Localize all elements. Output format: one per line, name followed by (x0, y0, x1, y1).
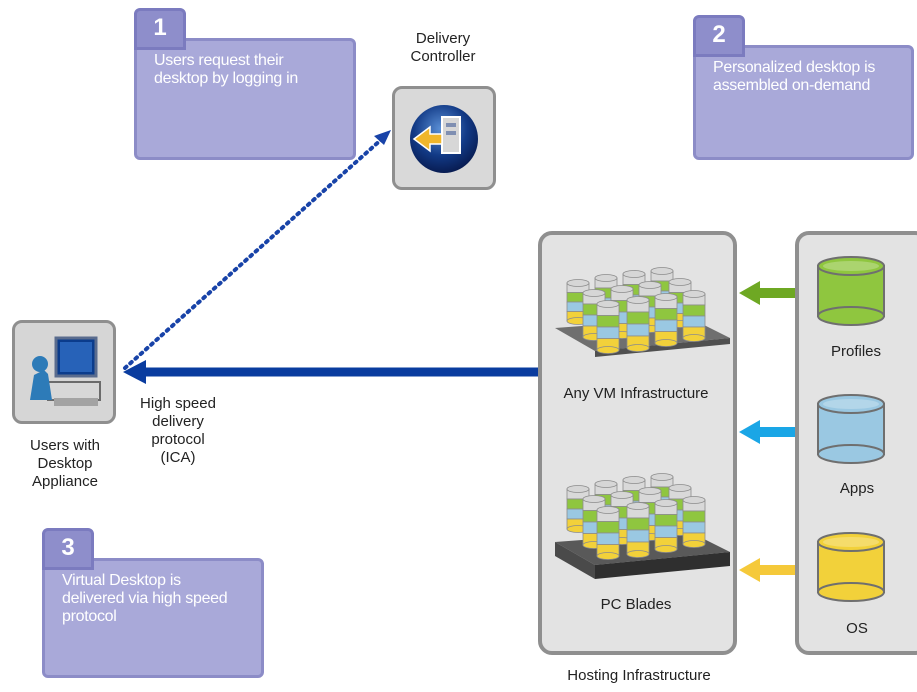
apps-arrowhead (739, 420, 760, 444)
step-number: 2 (693, 15, 745, 57)
step-text: Personalized desktop is assembled on-dem… (713, 59, 876, 94)
storage-stack-icon (596, 300, 620, 354)
user-label: Users with Desktop Appliance (29, 437, 100, 490)
hosting-infrastructure-label: Hosting Infrastructure (567, 667, 711, 684)
step-number: 1 (134, 8, 186, 50)
step-number: 3 (42, 528, 94, 570)
storage-stack-icon (626, 502, 650, 558)
step-text: Virtual Desktop is delivered via high sp… (62, 572, 228, 625)
desktop-appliance-icon (30, 336, 101, 406)
storage-stack-icon (626, 296, 650, 352)
delivery-arrowhead (123, 360, 146, 384)
pc-blades-label: PC Blades (600, 596, 672, 613)
profiles-arrowhead (739, 281, 760, 305)
protocol-label: High speed delivery protocol (ICA) (140, 395, 216, 466)
profiles-cylinder-icon (817, 256, 885, 326)
storage-stack-icon (682, 290, 706, 342)
storage-stack-icon (654, 293, 678, 347)
os-cylinder-icon (817, 532, 885, 602)
step-1-callout: 1 Users request their desktop by logging… (134, 8, 356, 160)
apps-cylinder-icon (817, 394, 885, 464)
callout-panel (693, 45, 914, 160)
delivery-controller-icon (410, 105, 478, 173)
callout-panel (42, 558, 264, 678)
vm-infrastructure-label: Any VM Infrastructure (563, 385, 709, 402)
step-2-callout: 2 Personalized desktop is assembled on-d… (693, 15, 914, 160)
step-3-callout: 3 Virtual Desktop is delivered via high … (42, 528, 264, 678)
os-arrowhead (739, 558, 760, 582)
storage-stack-icon (682, 496, 706, 548)
storage-stack-icon (566, 279, 590, 325)
storage-stack-icon (582, 495, 606, 549)
profiles-label: Profiles (830, 343, 882, 360)
request-arrowhead (374, 130, 391, 145)
storage-stack-icon (654, 499, 678, 553)
request-dotted-line (123, 136, 385, 370)
os-label: OS (846, 620, 868, 637)
step-text: Users request their desktop by logging i… (154, 52, 299, 87)
storage-stack-icon (596, 506, 620, 560)
delivery-controller-label: Delivery Controller (410, 30, 476, 65)
apps-label: Apps (839, 480, 875, 497)
callout-panel (134, 38, 356, 160)
storage-stack-icon (566, 485, 590, 533)
